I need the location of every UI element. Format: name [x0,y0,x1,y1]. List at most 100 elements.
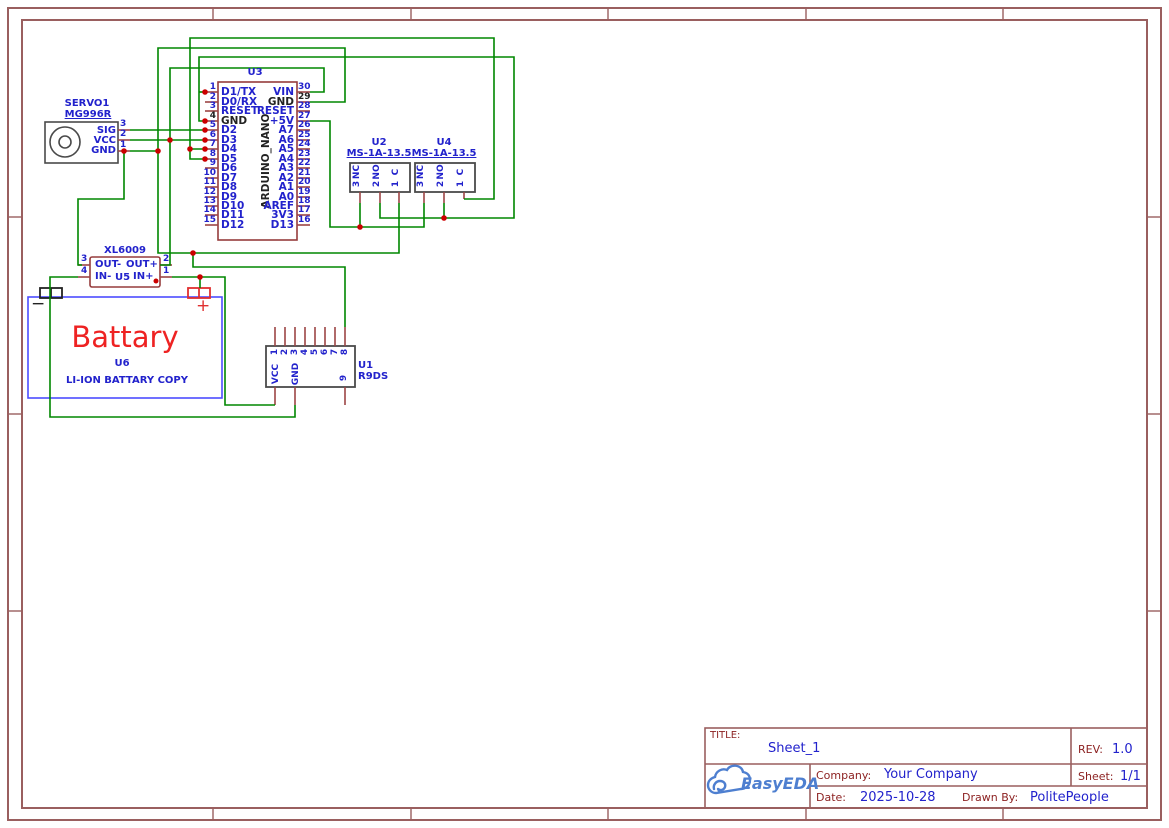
wire[interactable] [160,67,325,266]
junction-dot [197,274,203,280]
relay-u4-part[interactable]: MS-1A-13.5 [411,148,477,159]
pin-number: 15 [203,215,216,225]
battery-name[interactable]: Battary [71,320,179,354]
easyeda-logo-icon [706,764,752,795]
relay-u4-body[interactable] [414,162,476,193]
pin-name: VCC [93,135,116,146]
pin-number: 3 [352,180,362,188]
boost-ref[interactable]: U5 [115,272,131,283]
servo-ref[interactable]: SERVO1 [64,98,110,109]
relay-u2-part[interactable]: MS-1A-13.5 [346,148,412,159]
easyeda-logo-text: EasyEDA [741,774,820,793]
pin-number: 2 [436,180,446,188]
wire[interactable] [157,47,400,254]
wire[interactable] [49,276,296,418]
sheet-value[interactable]: 1/1 [1120,769,1141,784]
pin-number: 21 [298,168,311,178]
rev-value[interactable]: 1.0 [1112,742,1133,757]
pin-number: 2 [280,348,290,356]
battery-minus-terminal [39,287,63,299]
pin-name: 3V3 [271,209,294,221]
battery-part[interactable]: LI-ION BATTARY COPY [65,375,189,386]
pin-number: 3 [416,180,426,188]
pin-number: 18 [298,196,311,206]
pin-number: 1 [120,140,127,150]
pin-name: D3 [221,134,238,146]
receiver-part[interactable]: R9DS [358,371,389,382]
junction-dot [167,137,173,143]
pin-name: VIN [273,86,294,98]
pin-name: GND [221,115,248,127]
pin-name: D8 [221,181,238,193]
boost-part[interactable]: XL6009 [104,245,146,256]
servo-body[interactable] [44,121,119,164]
pin-name: A4 [278,153,294,165]
receiver-body[interactable] [265,345,356,388]
battery-ref[interactable]: U6 [114,358,130,369]
pin-number: 29 [298,92,311,102]
pin-name: RESET [221,105,259,117]
pin-name: OUT- [95,259,122,270]
pin-name: D7 [221,172,238,184]
pin-name: D11 [221,209,245,221]
pin-number: 14 [203,205,216,215]
wire[interactable] [192,253,346,327]
junction-dot [153,278,159,284]
junction-dots [121,89,447,284]
pin-number: 10 [203,168,216,178]
pin-number: 9 [339,374,349,382]
pin-name: D4 [221,143,238,155]
junction-dot [357,224,363,230]
relay-pin-stubs [359,192,465,203]
relay-u2-body[interactable] [349,162,411,193]
pin-name: D5 [221,153,238,165]
junction-dot [187,146,193,152]
relay-u4-ref[interactable]: U4 [436,137,452,148]
pin-number: 1 [163,266,170,276]
pin-number: 12 [203,187,216,197]
receiver-ref[interactable]: U1 [358,360,374,371]
drawn-by-value[interactable]: PolitePeople [1030,790,1109,805]
pin-number: 3 [209,101,216,111]
pin-number: 1 [209,82,216,92]
wire[interactable] [77,151,125,266]
pin-number: 20 [298,177,311,187]
wire[interactable] [198,56,515,219]
pin-number: 25 [298,130,311,140]
date-value[interactable]: 2025-10-28 [860,790,936,805]
pin-number: 4 [81,266,88,276]
junction-dot [190,250,196,256]
pin-name: RESET [256,105,294,117]
pin-number: 13 [203,196,216,206]
pin-name: D12 [221,219,245,231]
pin-name: A5 [278,143,294,155]
pin-name: A2 [278,172,294,184]
pin-number: 2 [163,254,170,264]
wire[interactable] [310,120,425,228]
pin-name: IN+ [133,271,154,282]
pin-name: OUT+ [126,259,158,270]
sheet-label: Sheet: [1078,770,1114,783]
pin-number: 22 [298,158,311,168]
battery-body[interactable] [27,287,223,399]
pin-number: 9 [209,158,216,168]
arduino-body[interactable] [217,81,298,241]
wire[interactable] [189,149,205,160]
pin-number: 1 [456,180,466,188]
company-value[interactable]: Your Company [884,767,978,782]
relay-u2-ref[interactable]: U2 [371,137,387,148]
pin-number: 17 [298,205,311,215]
boost-body[interactable] [89,256,161,288]
receiver-pin-stubs [274,327,346,405]
sheet-title[interactable]: Sheet_1 [768,741,821,756]
pin-number: 8 [209,149,216,159]
date-label: Date: [816,791,846,804]
pin-number: 4 [300,348,310,356]
junction-dot [441,215,447,221]
pin-number: 6 [209,130,216,140]
pin-number: 23 [298,149,311,159]
servo-part[interactable]: MG996R [64,109,112,120]
junction-dot [155,148,161,154]
arduino-ref[interactable]: U3 [247,67,263,78]
